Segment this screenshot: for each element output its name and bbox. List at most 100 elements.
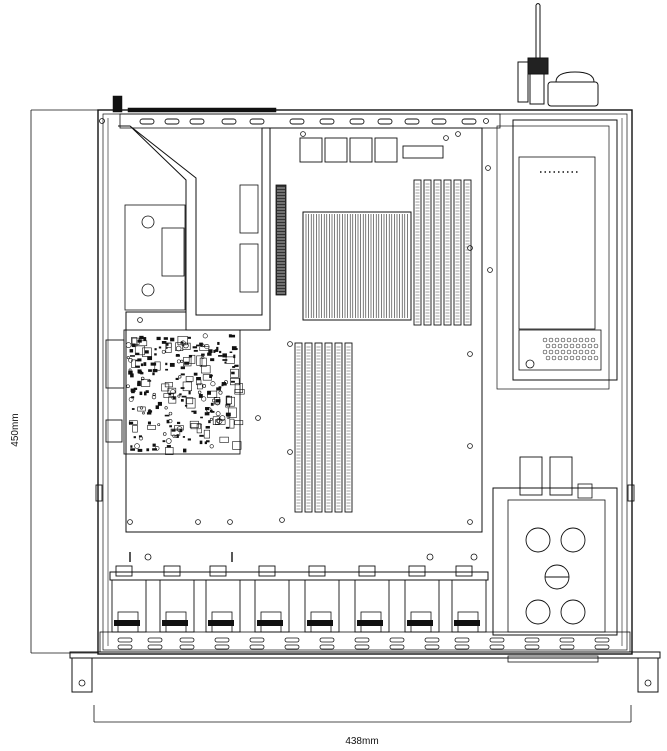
rail-slot bbox=[139, 118, 155, 125]
smd-part bbox=[135, 359, 140, 362]
vent-hole bbox=[545, 343, 551, 349]
rail-slot bbox=[189, 118, 205, 125]
via bbox=[166, 438, 172, 444]
fan-row-frame bbox=[109, 552, 489, 581]
smd-part bbox=[148, 369, 152, 372]
smd-part bbox=[130, 448, 136, 451]
rail-slot bbox=[489, 644, 505, 650]
fan-connector bbox=[114, 620, 140, 626]
controller-board bbox=[123, 329, 241, 455]
vent-hole bbox=[557, 355, 563, 361]
fan-connector bbox=[162, 620, 188, 626]
smd-part bbox=[154, 353, 157, 356]
via bbox=[202, 384, 207, 388]
ic-part bbox=[142, 347, 152, 357]
smd-part bbox=[131, 391, 135, 394]
rail-slot bbox=[461, 118, 477, 125]
chassis-frame bbox=[97, 109, 633, 655]
rail-slot bbox=[117, 637, 133, 643]
rail-slot bbox=[214, 637, 230, 643]
vent-hole bbox=[590, 349, 596, 355]
smd-part bbox=[166, 343, 169, 346]
smd-part bbox=[146, 412, 152, 415]
smd-part bbox=[205, 407, 210, 411]
rail-slot bbox=[404, 118, 420, 125]
dimm-slot bbox=[344, 342, 353, 513]
smd-part bbox=[137, 448, 143, 452]
smd-part bbox=[199, 342, 203, 347]
smd-part bbox=[155, 405, 159, 410]
vent-hole bbox=[593, 343, 599, 349]
smd-part bbox=[187, 336, 191, 339]
cpu-heatsink-fins bbox=[305, 214, 408, 318]
rail-slot bbox=[594, 644, 610, 650]
smd-part bbox=[231, 380, 235, 383]
ic-part bbox=[185, 397, 194, 405]
fan-clip bbox=[115, 565, 133, 577]
ic-part bbox=[199, 346, 210, 351]
fan-clip bbox=[308, 565, 326, 577]
fan-clip bbox=[209, 565, 227, 577]
smd-part bbox=[173, 396, 176, 400]
via bbox=[209, 417, 213, 421]
smd-part bbox=[129, 355, 135, 357]
smd-part bbox=[147, 380, 152, 382]
rail-slot bbox=[284, 644, 300, 650]
smd-part bbox=[128, 421, 134, 425]
smd-part bbox=[234, 364, 239, 367]
ic-part bbox=[229, 418, 235, 429]
smd-part bbox=[180, 387, 185, 389]
rail-slot bbox=[221, 118, 237, 125]
rail-screw bbox=[99, 118, 105, 124]
smd-part bbox=[175, 354, 180, 357]
smd-part bbox=[193, 372, 198, 376]
fan-clip bbox=[163, 565, 181, 577]
smd-part bbox=[156, 336, 161, 341]
rail-slot bbox=[389, 644, 405, 650]
smd-part bbox=[219, 350, 222, 354]
front-panel bbox=[69, 631, 661, 693]
smd-part bbox=[231, 346, 237, 351]
dimm-slot bbox=[413, 179, 422, 326]
rail-slot bbox=[454, 637, 470, 643]
via bbox=[218, 390, 223, 395]
rail-slot bbox=[424, 637, 440, 643]
dimm-slots-lower bbox=[294, 342, 353, 513]
smd-part bbox=[169, 362, 175, 367]
mount-hole bbox=[300, 131, 306, 137]
via bbox=[161, 349, 166, 354]
smd-part bbox=[169, 425, 172, 428]
smd-part bbox=[184, 404, 188, 407]
ic-part bbox=[214, 397, 221, 405]
smd-part bbox=[231, 371, 235, 375]
vent-hole bbox=[551, 343, 557, 349]
smd-part bbox=[176, 421, 181, 425]
ic-part bbox=[188, 354, 196, 364]
via bbox=[142, 411, 145, 415]
vent-hole bbox=[593, 355, 599, 361]
smd-part bbox=[183, 448, 187, 453]
smd-part bbox=[179, 393, 182, 396]
dimm-slot bbox=[453, 179, 462, 326]
rail-slot bbox=[179, 637, 195, 643]
ic-part bbox=[207, 390, 218, 398]
fan-connector bbox=[307, 620, 333, 626]
ic-part bbox=[234, 420, 244, 426]
mount-hole bbox=[195, 519, 201, 525]
ic-part bbox=[183, 357, 192, 367]
via bbox=[168, 411, 173, 416]
ic-part bbox=[234, 389, 245, 395]
ic-part bbox=[182, 381, 192, 392]
fan-connector bbox=[257, 620, 283, 626]
via bbox=[170, 389, 176, 395]
dimm-slot bbox=[463, 179, 472, 326]
rail-slot bbox=[284, 637, 300, 643]
dimm-slot bbox=[304, 342, 313, 513]
smd-part bbox=[129, 349, 134, 353]
rail-slot bbox=[319, 644, 335, 650]
smd-part bbox=[152, 443, 156, 447]
smd-part bbox=[147, 356, 153, 361]
smd-part bbox=[163, 337, 168, 340]
smd-part bbox=[162, 440, 166, 443]
ic-part bbox=[196, 379, 202, 386]
